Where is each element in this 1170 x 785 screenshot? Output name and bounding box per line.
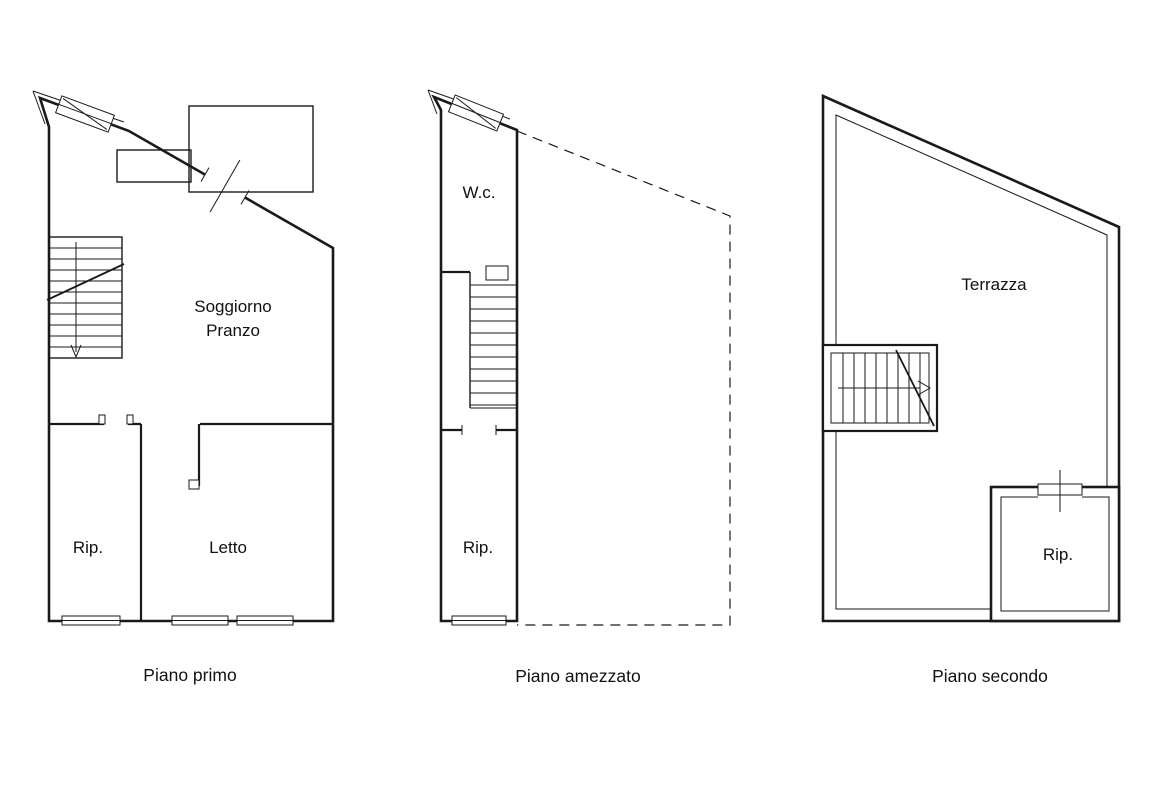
stair-piano-primo xyxy=(46,236,125,359)
door-icon xyxy=(200,159,250,213)
caption-piano-secondo: Piano secondo xyxy=(932,666,1048,686)
window-icon xyxy=(54,95,116,133)
stair-arrow-right-icon xyxy=(917,380,931,396)
room-label-rip-secondo: Rip. xyxy=(1043,545,1073,564)
outer-wall-piano-primo xyxy=(37,95,335,623)
room-label-pranzo: Pranzo xyxy=(206,321,260,340)
plan-piano-amezzato: W.c. Rip. xyxy=(427,89,731,627)
dashed-void-outline xyxy=(516,130,731,626)
window-icon xyxy=(61,614,121,627)
stair-piano-amezzato xyxy=(469,265,517,409)
window-icon xyxy=(451,614,507,627)
rip-room-piano-secondo xyxy=(989,470,1121,623)
plan-captions: Piano primo Piano amezzato Piano secondo xyxy=(143,665,1048,686)
room-label-rip-primo: Rip. xyxy=(73,538,103,557)
interior-walls-piano-primo xyxy=(49,422,333,621)
balcony-outline xyxy=(188,105,314,193)
room-label-wc: W.c. xyxy=(462,183,495,202)
door-jamb xyxy=(126,414,134,425)
window-icon xyxy=(236,614,294,627)
stair-piano-secondo xyxy=(821,343,939,433)
door-jamb xyxy=(98,414,106,425)
plan-piano-primo: Soggiorno Pranzo Rip. Letto xyxy=(32,90,335,627)
window-icon xyxy=(171,614,229,627)
stair-arrow-down-icon xyxy=(70,344,82,359)
bay-outline xyxy=(116,149,192,183)
window-icon xyxy=(447,94,505,132)
stair-break-line xyxy=(46,263,125,301)
room-label-terrazza: Terrazza xyxy=(961,275,1027,294)
caption-piano-primo: Piano primo xyxy=(143,665,236,685)
caption-piano-amezzato: Piano amezzato xyxy=(515,666,641,686)
window-icon xyxy=(1037,470,1083,512)
room-label-soggiorno: Soggiorno xyxy=(194,297,272,316)
plan-piano-secondo: Terrazza Rip. xyxy=(821,94,1121,623)
stair-break-line xyxy=(895,349,935,427)
room-label-rip-amezzato: Rip. xyxy=(463,538,493,557)
wall-end-jamb xyxy=(188,479,200,490)
room-label-letto: Letto xyxy=(209,538,247,557)
